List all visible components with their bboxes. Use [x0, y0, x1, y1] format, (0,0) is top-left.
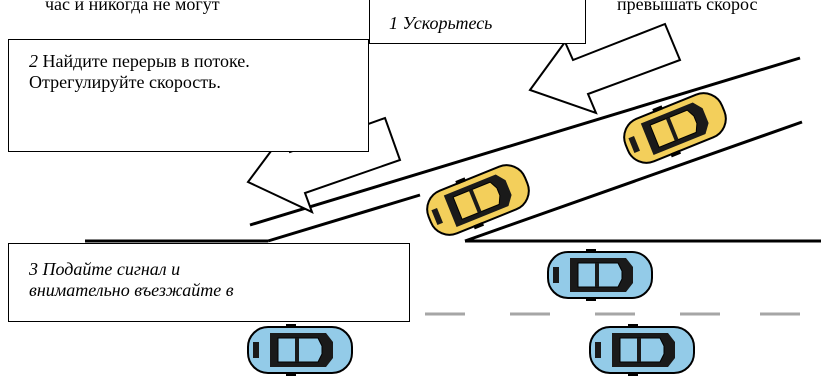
step2-number: 2: [29, 51, 38, 71]
top-text-left: час и никогда не могут: [45, 0, 220, 14]
car-blue-icon: [547, 248, 653, 302]
ramp-inner-upper-line: [464, 120, 803, 243]
top-text-right: превышать скорос: [617, 0, 758, 14]
step1-label: 1 Ускорьтесь: [389, 13, 493, 33]
step3-box: 3 Подайте сигнал и внимательно въезжайте…: [8, 243, 410, 322]
step1-box: 1 Ускорьтесь: [369, 0, 586, 44]
step3-line2: внимательно въезжайте в: [29, 280, 234, 300]
ramp-outer-line: [249, 56, 801, 227]
car-blue-icon: [247, 323, 353, 377]
step2-line1: Найдите перерыв в потоке.: [38, 51, 250, 71]
ramp-inner-line: [267, 193, 421, 243]
car-blue-icon: [589, 323, 695, 377]
step2-line2: Отрегулируйте скорость.: [29, 72, 221, 92]
step3-text: 3 Подайте сигнал и внимательно въезжайте…: [29, 259, 234, 301]
step3-line1: 3 Подайте сигнал и: [29, 259, 181, 279]
step2-box: 2 Найдите перерыв в потоке. Отрегулируйт…: [8, 39, 369, 152]
step2-text: 2 Найдите перерыв в потоке. Отрегулируйт…: [29, 51, 250, 93]
arrow-left-icon: [528, 22, 682, 115]
